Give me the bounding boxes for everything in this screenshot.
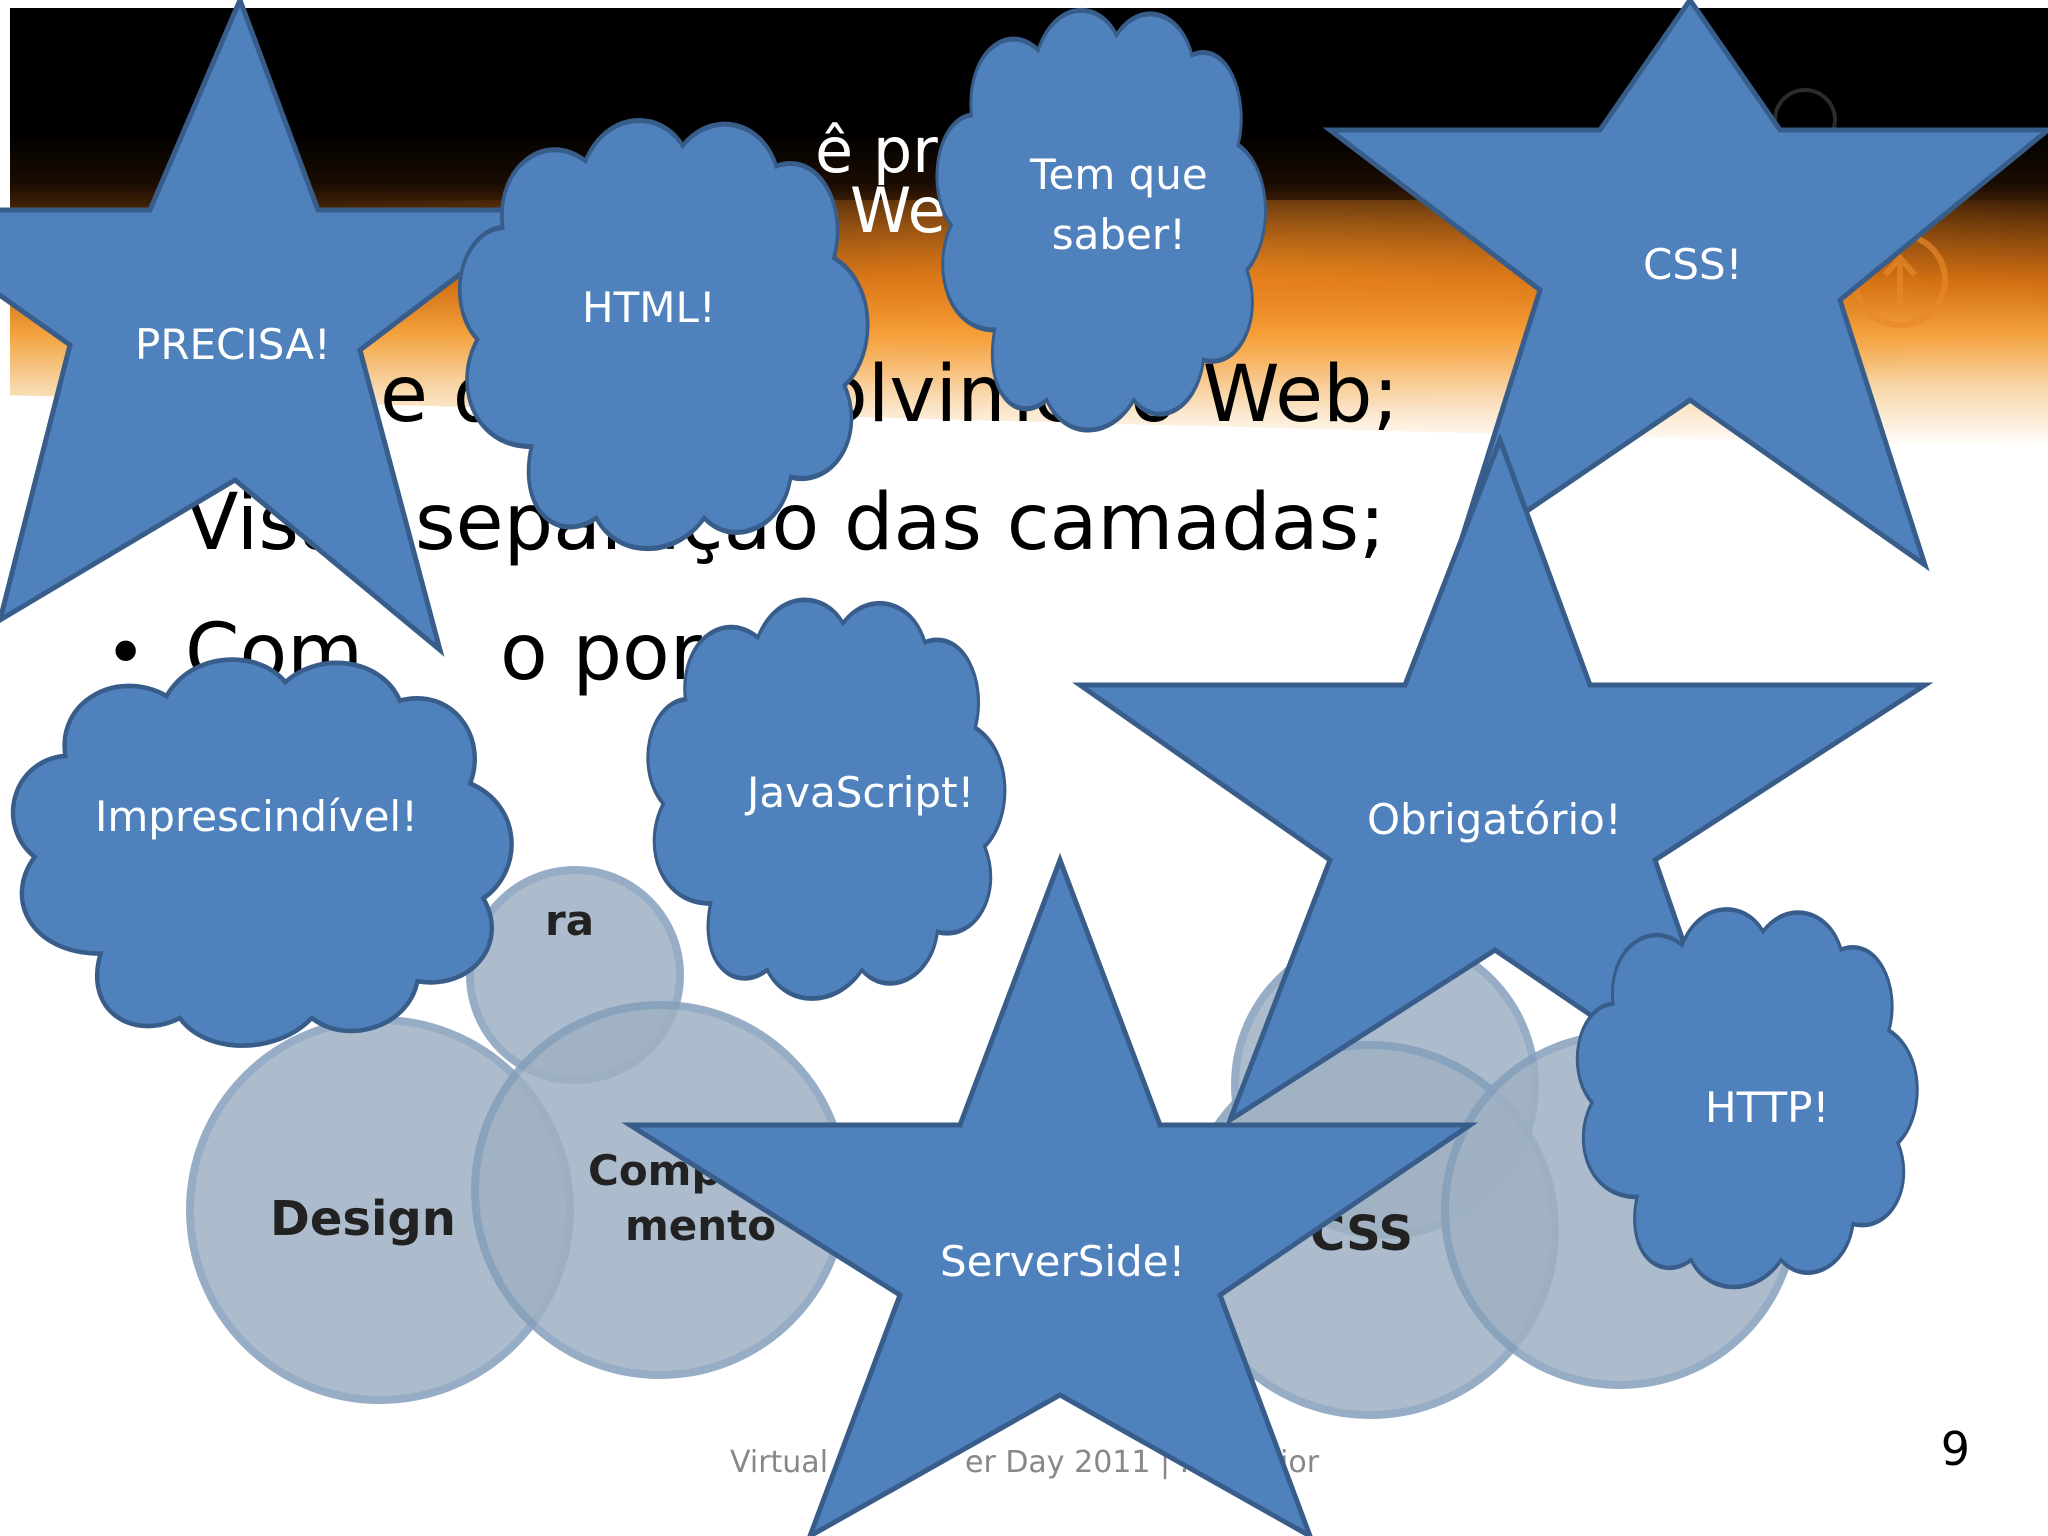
label-http: HTTP! bbox=[1705, 1083, 1830, 1132]
label-serverside: ServerSide! bbox=[940, 1237, 1186, 1286]
footer-left: Virtual bbox=[730, 1445, 829, 1480]
label-precisa: PRECISA! bbox=[135, 320, 331, 369]
cloud-imprescindivel bbox=[13, 660, 512, 1046]
label-imprescindivel: Imprescindível! bbox=[95, 792, 418, 841]
label-css: CSS! bbox=[1643, 240, 1743, 289]
star-css bbox=[1322, 0, 2048, 572]
star-obrigatorio bbox=[1072, 432, 1934, 1127]
label-javascript: JavaScript! bbox=[747, 768, 975, 817]
bullet-3-dot: • bbox=[105, 612, 147, 694]
page-number: 9 bbox=[1940, 1422, 1970, 1476]
title-line-2: We bbox=[850, 174, 946, 247]
venn-label-ra: ra bbox=[545, 896, 594, 945]
label-obrigatorio: Obrigatório! bbox=[1367, 795, 1622, 844]
star-serverside bbox=[621, 852, 1479, 1536]
bullet-3-fragment-b: o por bbox=[500, 608, 702, 698]
star-precisa bbox=[0, 0, 553, 657]
venn-label-design: Design bbox=[270, 1191, 456, 1247]
label-html: HTML! bbox=[582, 283, 716, 332]
label-tem-que-saber: Tem que saber! bbox=[1030, 150, 1208, 259]
venn-label-mento: mento bbox=[625, 1201, 776, 1250]
